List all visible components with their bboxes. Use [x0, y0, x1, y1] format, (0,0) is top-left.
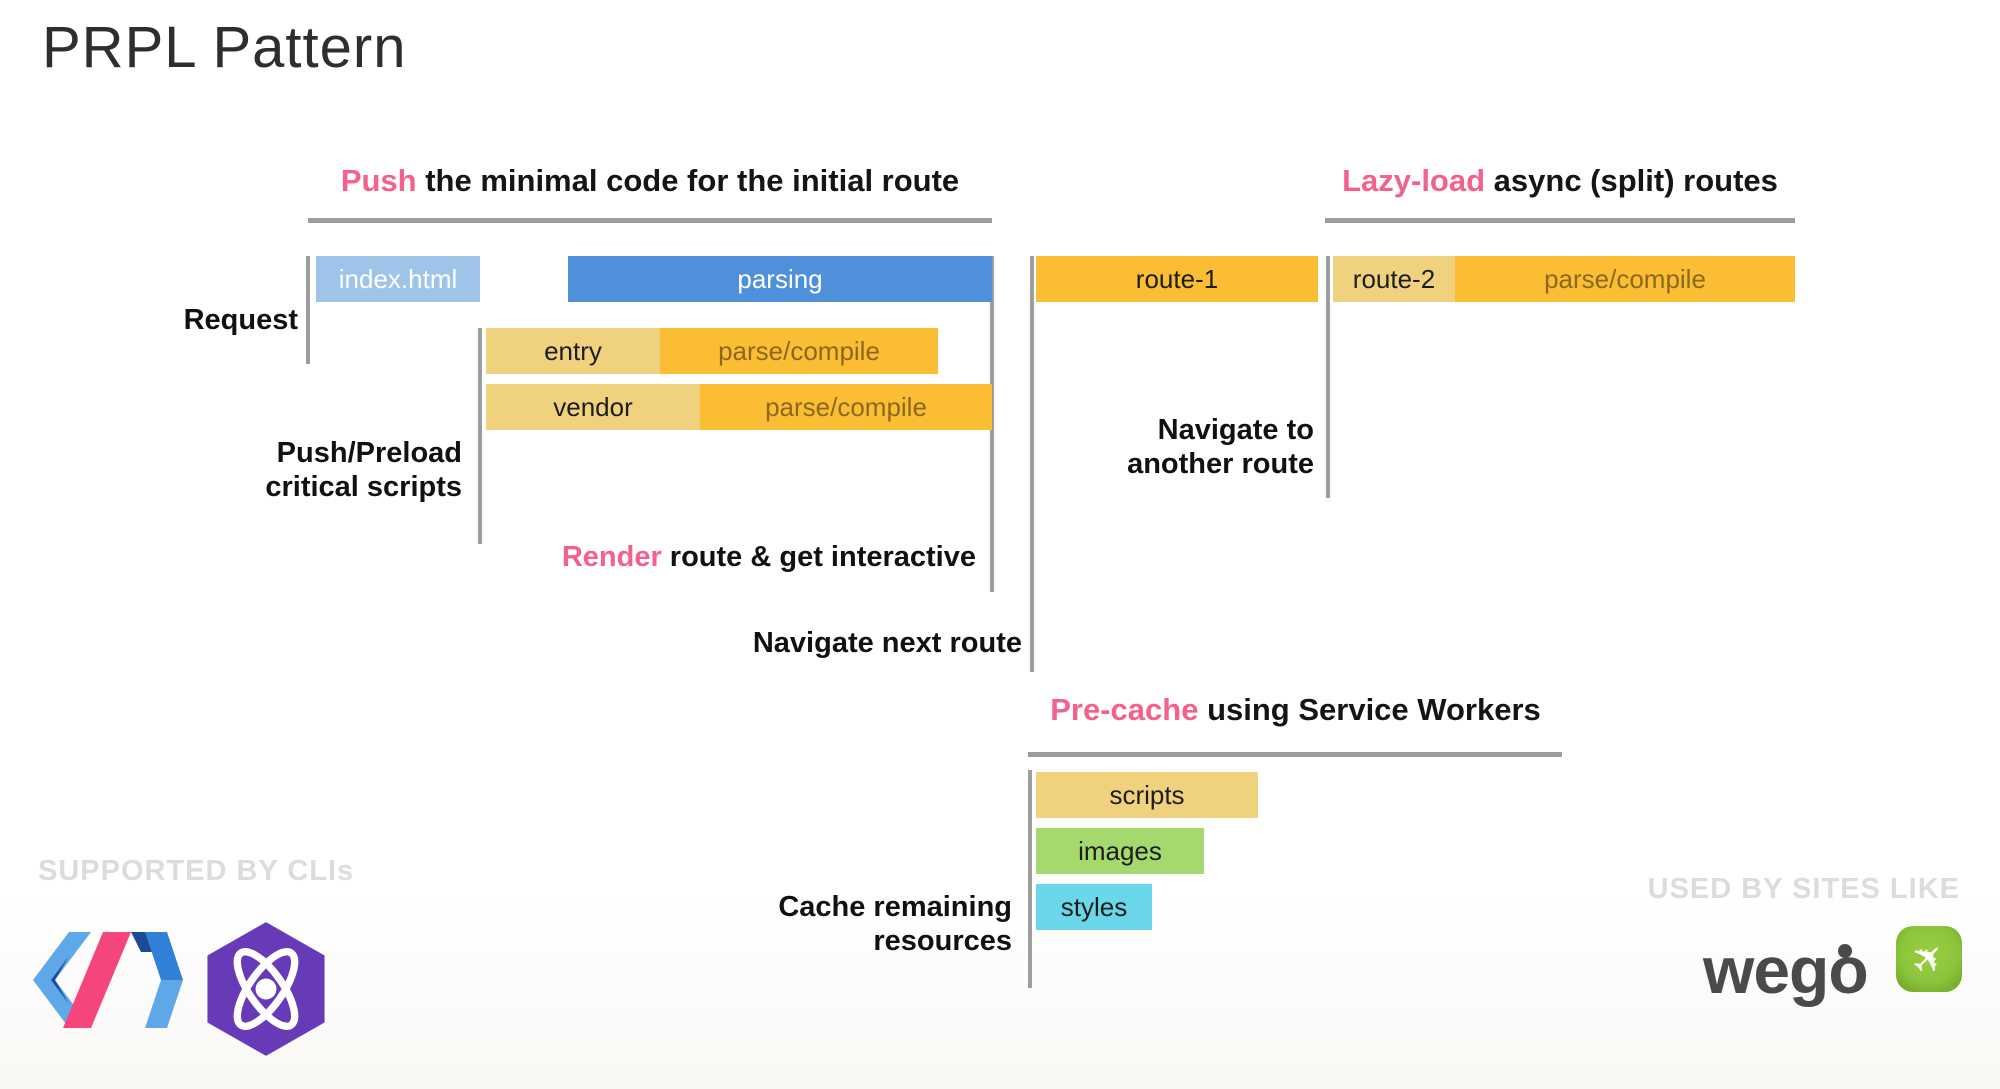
bar-vendor-parse-compile: parse/compile — [700, 384, 992, 430]
label-navigate-another: Navigate to another route — [1127, 413, 1314, 481]
bar-scripts: scripts — [1036, 772, 1258, 818]
bar-images-label: images — [1036, 828, 1204, 874]
heading-precache-highlight: Pre-cache — [1050, 692, 1199, 727]
wego-g-dot — [1838, 944, 1852, 958]
polymer-logo-icon — [33, 932, 183, 1028]
bar-index-html-label: index.html — [316, 256, 480, 302]
wego-badge: ✈ — [1896, 926, 1962, 992]
label-push-preload-line2: critical scripts — [265, 471, 462, 503]
bar-vendor-label: vendor — [486, 384, 700, 430]
heading-lazy-load-highlight: Lazy-load — [1342, 163, 1486, 198]
label-request: Request — [183, 304, 298, 336]
label-cache-remaining-line2: resources — [873, 925, 1012, 957]
label-render: Render route & get interactive — [562, 540, 976, 574]
label-navigate-another-line1: Navigate to — [1157, 414, 1314, 446]
bar-entry-parse-compile: parse/compile — [660, 328, 938, 374]
bar-route-2-label: route-2 — [1333, 256, 1455, 302]
label-cache-remaining-line1: Cache remaining — [778, 891, 1012, 923]
bar-vendor: vendor parse/compile — [486, 384, 992, 430]
bar-images: images — [1036, 828, 1204, 874]
used-by-sites-caption: USED BY SITES LIKE — [1647, 873, 1960, 905]
label-cache-remaining: Cache remaining resources — [778, 890, 1012, 958]
polymer-logo — [33, 930, 183, 1035]
supported-by-clis-caption: SUPPORTED BY CLIs — [38, 855, 355, 887]
precache-marker-line — [1028, 770, 1032, 988]
heading-precache-rest: using Service Workers — [1198, 692, 1541, 727]
bar-index-html: index.html — [316, 256, 480, 302]
bar-route-2: route-2 parse/compile — [1333, 256, 1795, 302]
heading-lazy-load: Lazy-load async (split) routes — [1325, 163, 1795, 199]
bar-route-2-parse-compile: parse/compile — [1455, 256, 1795, 302]
bar-parsing: parsing — [568, 256, 992, 302]
bar-parsing-label: parsing — [568, 256, 992, 302]
render-marker-line — [990, 256, 994, 592]
preact-logo-icon — [207, 922, 325, 1056]
navigate-next-marker-line — [1030, 256, 1034, 672]
heading-push: Push the minimal code for the initial ro… — [305, 163, 995, 199]
navigate-another-marker-line — [1326, 256, 1330, 498]
label-render-highlight: Render — [561, 541, 662, 573]
heading-lazy-load-underline — [1325, 218, 1795, 223]
label-push-preload: Push/Preload critical scripts — [265, 436, 462, 504]
heading-push-highlight: Push — [340, 163, 417, 198]
preact-logo — [202, 920, 330, 1063]
label-navigate-another-line2: another route — [1127, 448, 1314, 480]
request-marker-line — [306, 256, 310, 364]
label-push-preload-line1: Push/Preload — [276, 437, 462, 469]
heading-precache: Pre-cache using Service Workers — [1028, 692, 1563, 728]
label-navigate-next: Navigate next route — [752, 627, 1022, 659]
heading-push-rest: the minimal code for the initial route — [416, 163, 960, 198]
bar-styles-label: styles — [1036, 884, 1152, 930]
push-preload-marker-line — [478, 328, 482, 544]
label-render-rest: route & get interactive — [661, 541, 976, 573]
page-title: PRPL Pattern — [42, 15, 407, 80]
heading-push-underline — [308, 218, 992, 223]
heading-precache-underline — [1028, 752, 1562, 757]
bar-scripts-label: scripts — [1036, 772, 1258, 818]
wego-plane-icon: ✈ — [1901, 931, 1957, 987]
bar-route-1-label: route-1 — [1036, 256, 1318, 302]
bar-entry: entry parse/compile — [486, 328, 938, 374]
heading-lazy-load-rest: async (split) routes — [1485, 163, 1778, 198]
bar-entry-label: entry — [486, 328, 660, 374]
bar-route-1: route-1 — [1036, 256, 1318, 302]
bar-styles: styles — [1036, 884, 1152, 930]
